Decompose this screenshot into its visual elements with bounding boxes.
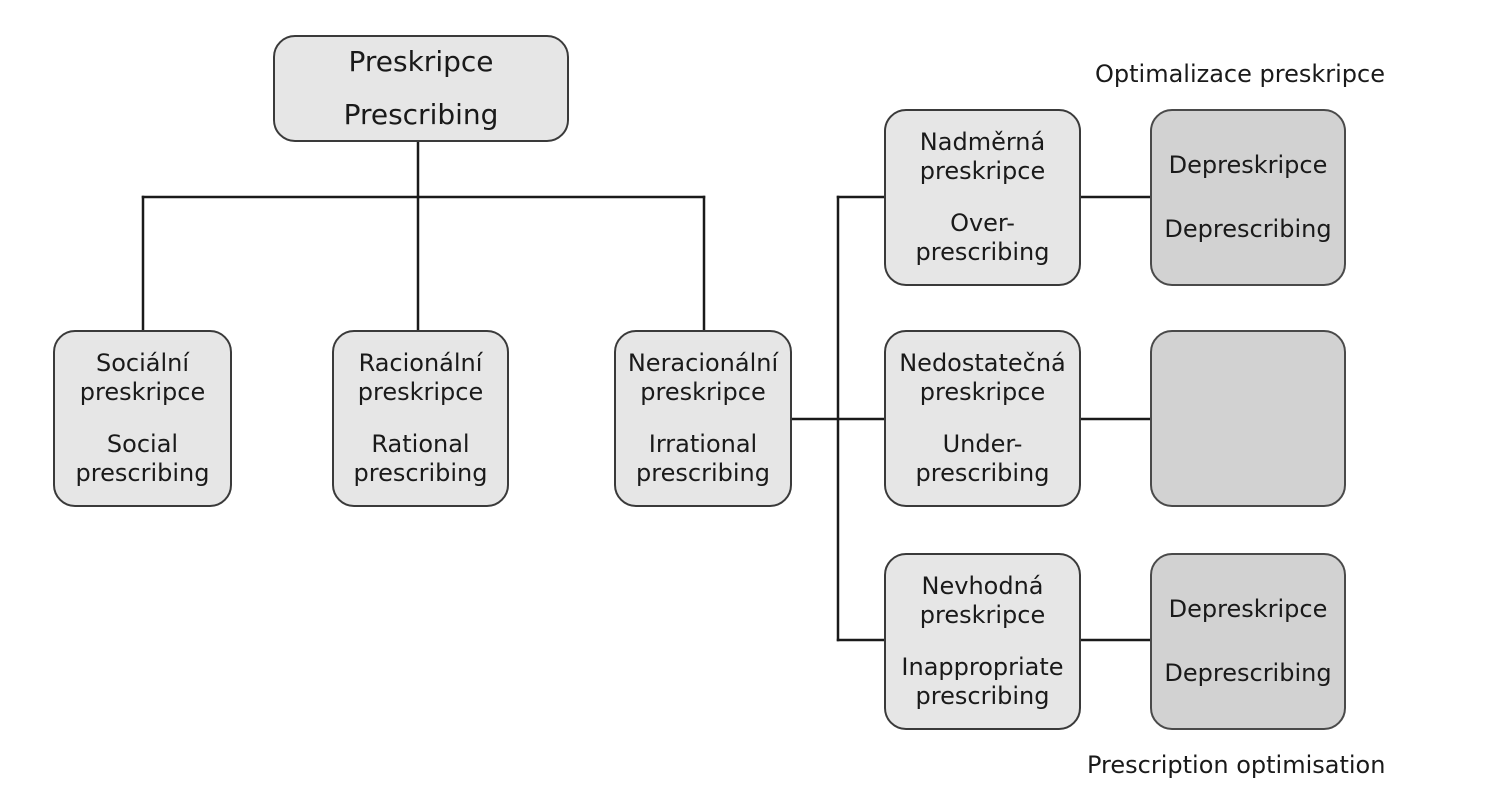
node-deprescribing-inappropriate: Depreskripce Deprescribing [1150,553,1346,730]
node-label-cz: Sociální preskripce [79,348,206,407]
node-label-cz: Depreskripce [1168,595,1328,624]
node-label-cz: Depreskripce [1168,151,1328,180]
optimisation-title-en: Prescription optimisation [1087,751,1386,779]
node-label-en: Irrational prescribing [636,429,770,487]
node-social-prescribing: Sociální preskripce Social prescribing [53,330,232,507]
node-deprescribing-over: Depreskripce Deprescribing [1150,109,1346,286]
node-empty-under [1150,330,1346,507]
node-label-cz: Nedostatečná preskripce [899,348,1066,407]
node-label-cz: Racionální preskripce [357,348,484,407]
node-label-en: Rational prescribing [353,429,488,487]
node-label-en: Deprescribing [1164,214,1332,243]
node-label-cz: Nevhodná preskripce [919,571,1046,630]
node-under-prescribing: Nedostatečná preskripce Under-prescribin… [884,330,1081,507]
node-label-en: Under-prescribing [915,429,1050,487]
node-prescribing: Preskripce Prescribing [273,35,569,142]
optimisation-title-cz: Optimalizace preskripce [1095,60,1385,88]
node-over-prescribing: Nadměrná preskripce Over-prescribing [884,109,1081,286]
node-label-en: Social prescribing [75,429,210,487]
node-label-en: Over-prescribing [915,208,1050,266]
node-label-en: Inappropriate prescribing [901,652,1064,710]
node-label-cz: Nadměrná preskripce [919,127,1046,186]
node-inappropriate-prescribing: Nevhodná preskripce Inappropriate prescr… [884,553,1081,730]
node-label-cz: Neracionální preskripce [627,348,779,407]
node-irrational-prescribing: Neracionální preskripce Irrational presc… [614,330,792,507]
node-label-cz: Preskripce [348,45,494,79]
node-rational-prescribing: Racionální preskripce Rational prescribi… [332,330,509,507]
node-label-en: Prescribing [343,97,499,131]
node-label-en: Deprescribing [1164,658,1332,687]
